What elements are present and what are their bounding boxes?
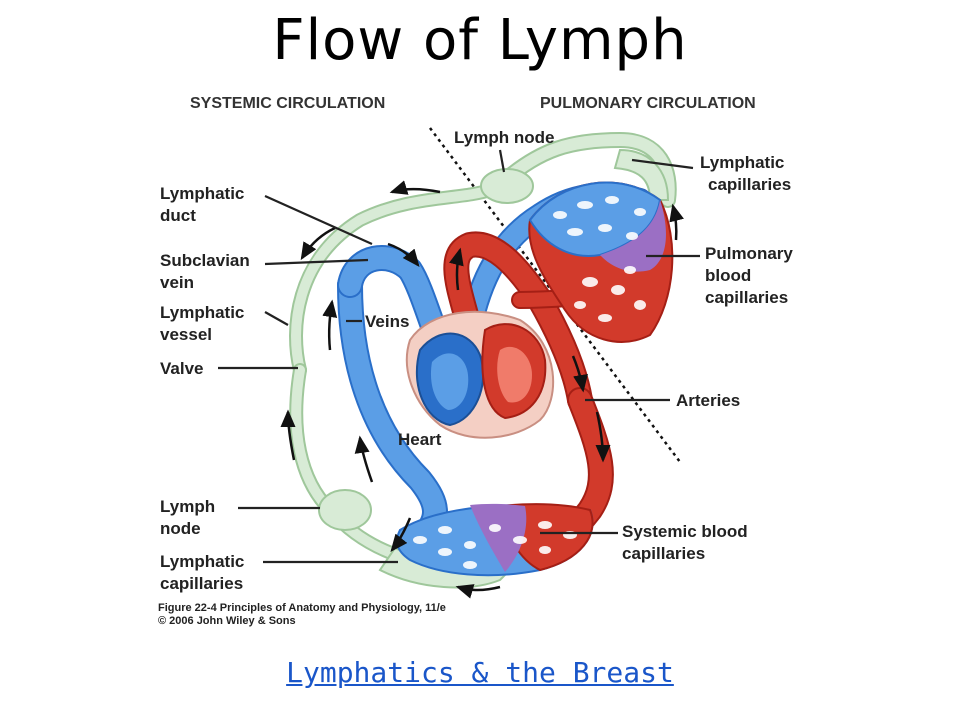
label-lymphatic-duct-2: duct — [160, 206, 196, 225]
label-lymphatic-capillaries-right-2: capillaries — [708, 175, 791, 194]
label-systemic-blood-capillaries-1: Systemic blood — [622, 522, 748, 541]
pulmonary-capillary-bed — [528, 181, 674, 343]
label-lymphatic-vessel-2: vessel — [160, 325, 212, 344]
pulmonary-circulation-header: PULMONARY CIRCULATION — [540, 95, 756, 112]
heart — [405, 310, 555, 439]
flow-arrows — [280, 180, 684, 599]
figure-caption-line1: Figure 22-4 Principles of Anatomy and Ph… — [158, 602, 446, 614]
label-lymphatic-vessel-1: Lymphatic — [160, 303, 244, 322]
label-pulmonary-blood-capillaries-2: blood — [705, 266, 751, 285]
systemic-circulation-header: SYSTEMIC CIRCULATION — [190, 95, 385, 112]
label-pulmonary-blood-capillaries-1: Pulmonary — [705, 244, 793, 263]
label-subclavian-vein-2: vein — [160, 273, 194, 292]
lymphatic-system — [289, 131, 677, 589]
label-lymph-node-bottom-2: node — [160, 519, 201, 538]
label-systemic-blood-capillaries-2: capillaries — [622, 544, 705, 563]
systemic-capillary-bed — [396, 503, 594, 577]
label-arteries: Arteries — [676, 391, 740, 410]
lymph-node-bottom — [318, 489, 372, 531]
label-lymphatic-duct-1: Lymphatic — [160, 184, 244, 203]
label-veins: Veins — [365, 312, 409, 331]
leader-lines — [218, 149, 700, 564]
lymphatics-breast-link[interactable]: Lymphatics & the Breast — [286, 656, 674, 689]
label-lymphatic-capillaries-right-1: Lymphatic — [700, 153, 784, 172]
label-heart: Heart — [398, 430, 442, 449]
figure-caption-line2: © 2006 John Wiley & Sons — [158, 615, 296, 627]
label-lymphatic-capillaries-left-1: Lymphatic — [160, 552, 244, 571]
label-lymphatic-capillaries-left-2: capillaries — [160, 574, 243, 593]
label-pulmonary-blood-capillaries-3: capillaries — [705, 288, 788, 307]
page-title: Flow of Lymph — [272, 8, 688, 73]
label-lymph-node-top: Lymph node — [454, 128, 554, 147]
label-subclavian-vein-1: Subclavian — [160, 251, 250, 270]
lymph-node-top — [480, 168, 534, 204]
label-valve: Valve — [160, 359, 204, 378]
label-lymph-node-bottom-1: Lymph — [160, 497, 215, 516]
